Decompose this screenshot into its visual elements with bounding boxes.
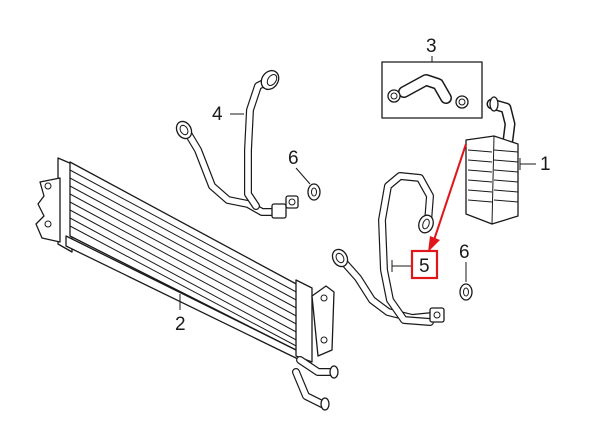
highlight-arrow	[428, 143, 467, 252]
crush-washer-right-icon	[459, 283, 473, 301]
oil-cooler-icon	[465, 96, 519, 225]
highlight-box	[410, 249, 439, 280]
callout-1[interactable]: 1	[540, 154, 551, 175]
callout-3[interactable]: 3	[426, 36, 437, 57]
transmission-cooler-icon	[35, 157, 339, 411]
callout-6-right[interactable]: 6	[459, 242, 470, 263]
pipe-assembly-left-icon	[175, 69, 299, 219]
callout-4[interactable]: 4	[212, 104, 223, 125]
hose-kit-inset-icon	[381, 61, 483, 119]
callout-2[interactable]: 2	[175, 314, 186, 335]
pipe-assembly-right-icon	[331, 172, 445, 326]
callout-6-left[interactable]: 6	[288, 148, 299, 169]
leader-lines	[179, 56, 536, 310]
crush-washer-left-icon	[307, 183, 321, 201]
callout-5[interactable]: 5	[419, 256, 430, 277]
